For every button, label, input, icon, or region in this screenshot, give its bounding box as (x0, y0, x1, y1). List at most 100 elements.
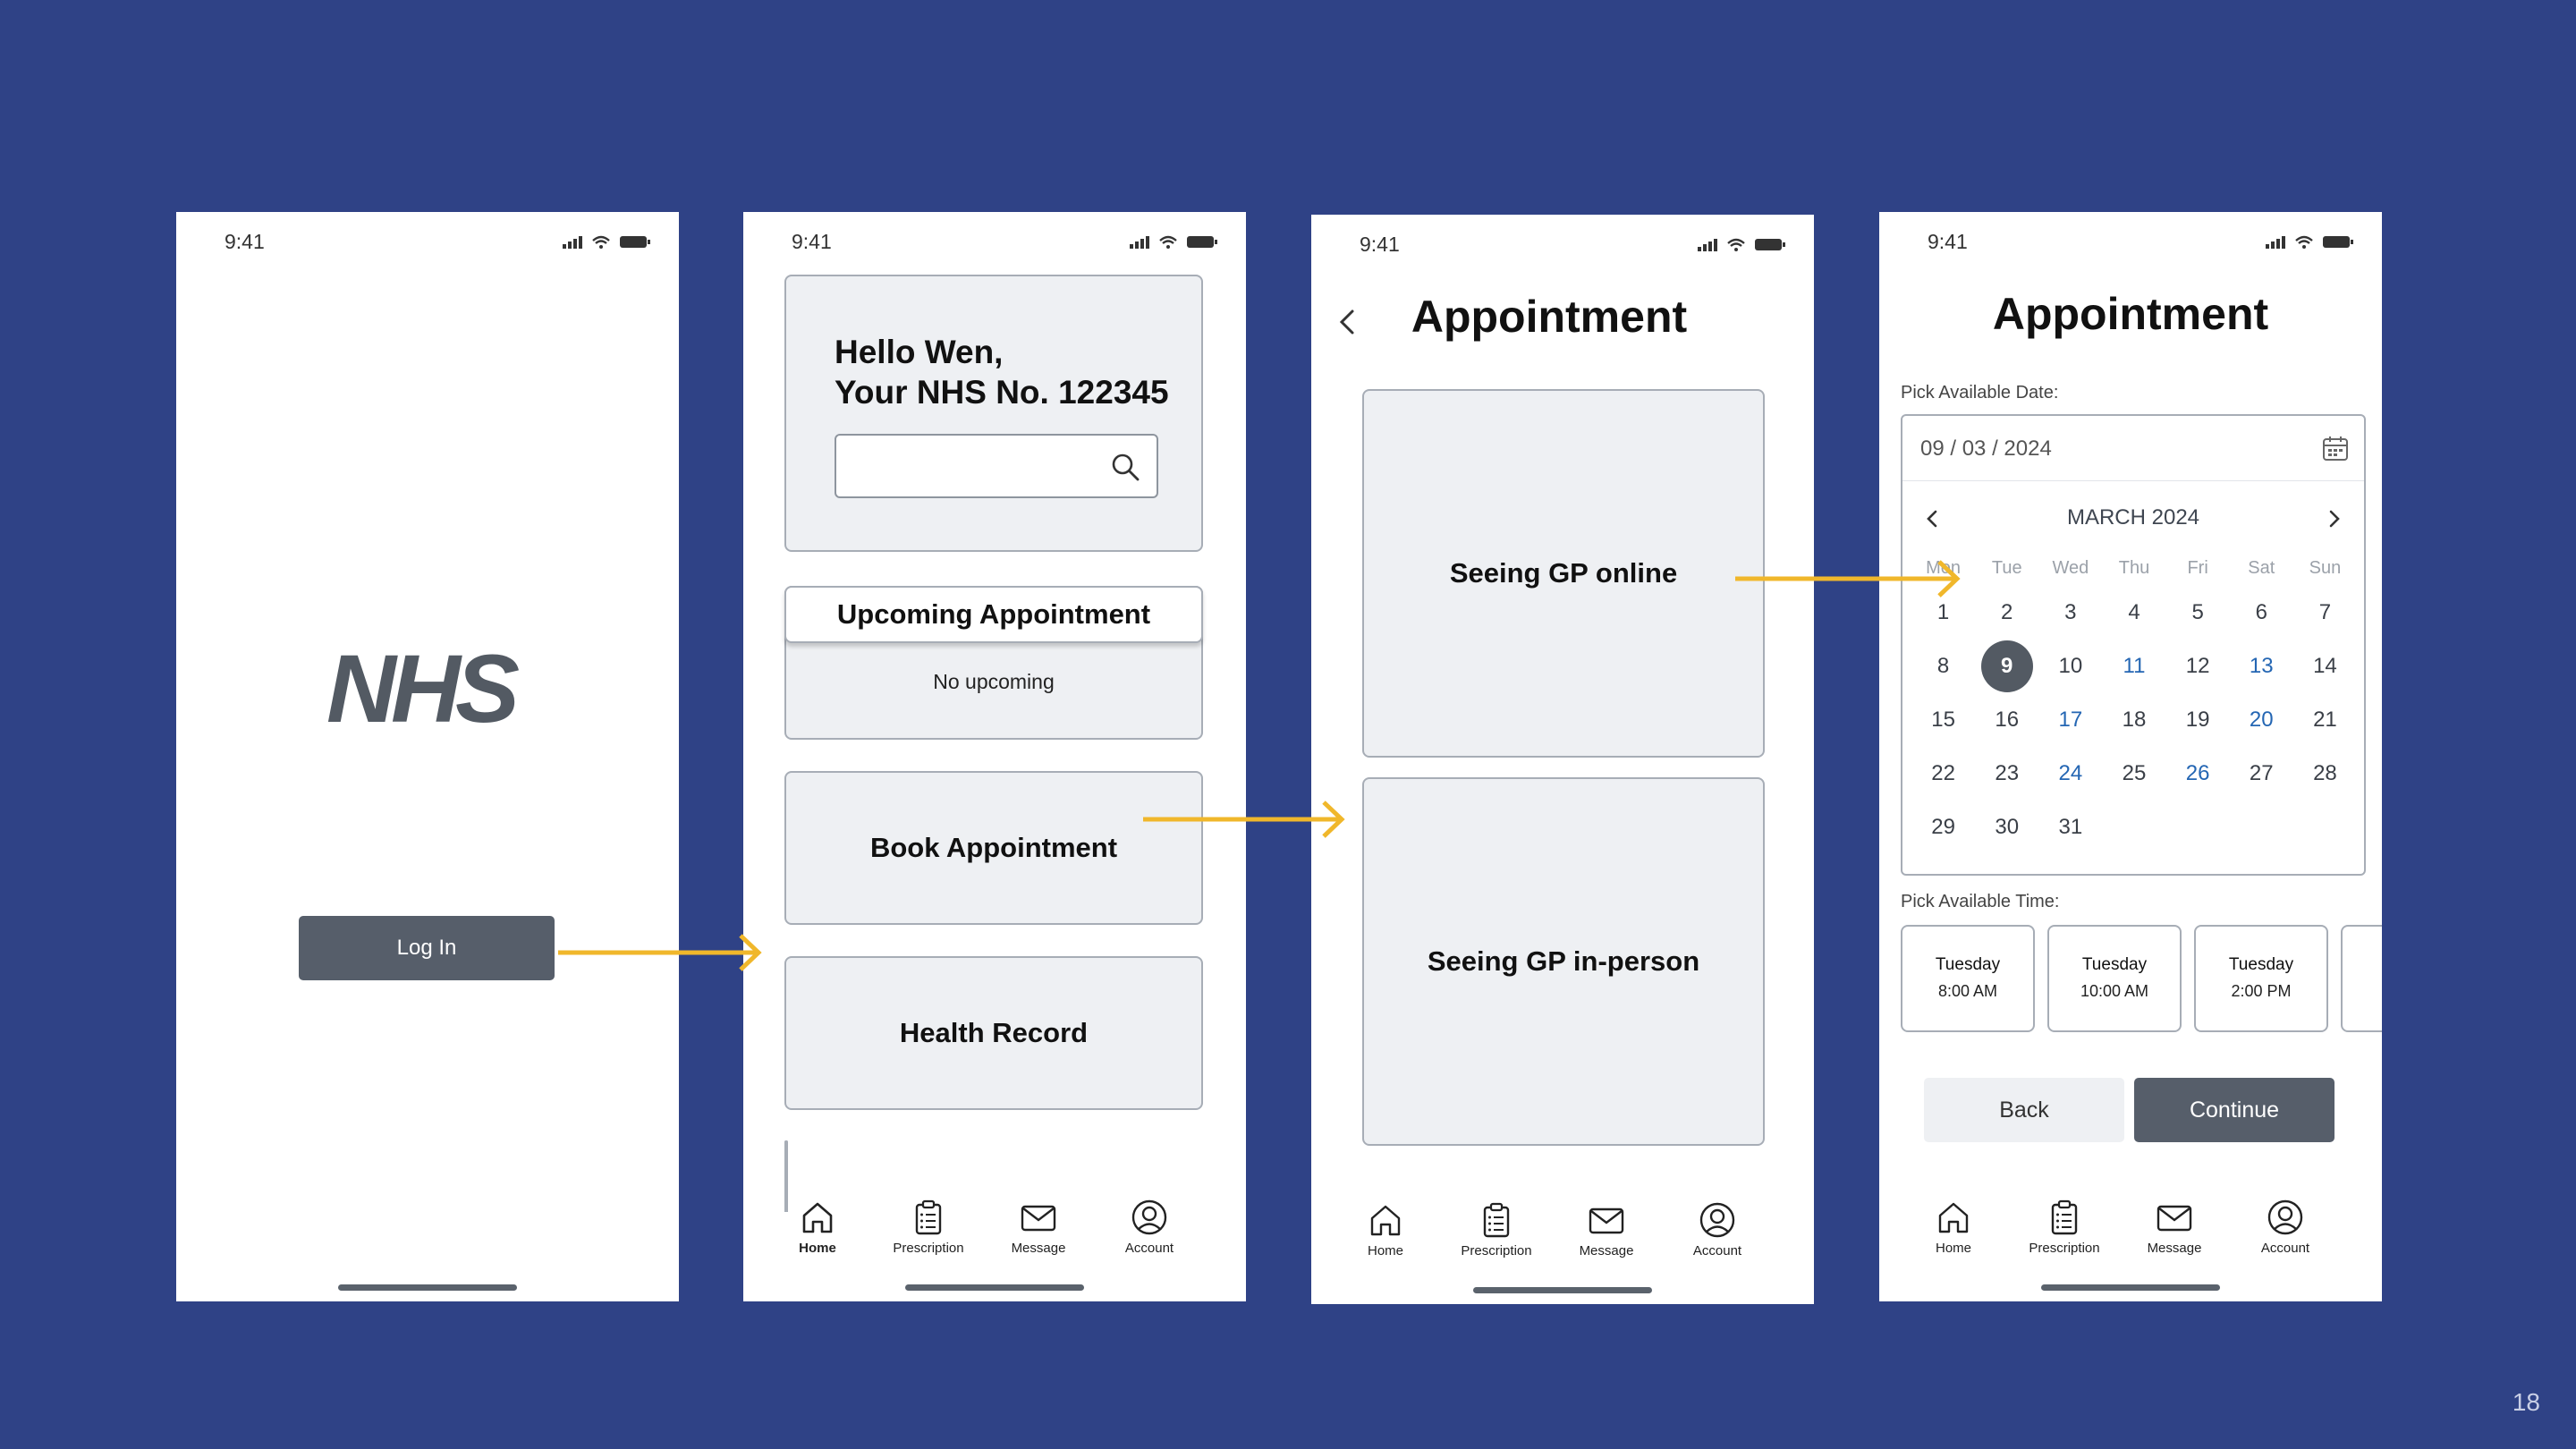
calendar-day[interactable]: 30 (1995, 815, 2020, 839)
nav-account[interactable]: Account (1100, 1198, 1199, 1256)
nav-home-label: Home (1367, 1243, 1403, 1258)
nav-message[interactable]: Message (989, 1198, 1088, 1256)
back-button[interactable]: Back (1924, 1078, 2124, 1142)
calendar-day[interactable]: 25 (2122, 761, 2147, 785)
gp-in-person-card[interactable]: Seeing GP in-person (1362, 777, 1765, 1146)
previous-month-icon[interactable] (1919, 505, 1945, 532)
login-button[interactable]: Log In (299, 916, 555, 980)
calendar-icon[interactable] (2321, 434, 2350, 462)
status-time: 9:41 (225, 230, 265, 253)
home-indicator[interactable] (338, 1284, 517, 1291)
nav-account[interactable]: Account (1668, 1200, 1767, 1258)
gp-in-person-label: Seeing GP in-person (1427, 945, 1700, 977)
date-field[interactable] (1902, 416, 2364, 481)
selected-day: 9 (1980, 640, 2033, 692)
nav-prescription[interactable]: Prescription (1447, 1200, 1546, 1258)
calendar-day[interactable]: 7 (2318, 600, 2332, 624)
weekday-label: Sun (2309, 558, 2342, 578)
calendar-day[interactable]: 18 (2122, 708, 2147, 732)
calendar-day[interactable]: 27 (2249, 761, 2274, 785)
nav-message[interactable]: Message (2125, 1198, 2224, 1256)
calendar-day[interactable]: 26 (2185, 761, 2210, 785)
calendar-day[interactable]: 19 (2185, 708, 2210, 732)
nav-home-label: Home (1935, 1241, 1971, 1256)
mail-icon (2157, 1205, 2192, 1232)
calendar-day[interactable]: 10 (2058, 654, 2083, 678)
calendar-day[interactable]: 8 (1936, 654, 1950, 678)
calendar-day[interactable]: 23 (1995, 761, 2020, 785)
nav-home[interactable]: Home (768, 1198, 867, 1256)
time-picker-label: Pick Available Time: (1901, 892, 2060, 911)
nav-account[interactable]: Account (2236, 1198, 2334, 1256)
time-slot-day: Tuesday (1935, 955, 2001, 974)
calendar-day[interactable]: 14 (2313, 654, 2337, 678)
calendar-day[interactable]: 6 (2255, 600, 2267, 624)
calendar-day[interactable]: 5 (2191, 600, 2204, 624)
next-month-icon[interactable] (2321, 505, 2348, 532)
flow-arrow-book-to-appointment (1143, 801, 1345, 838)
mail-icon (1589, 1208, 1624, 1234)
calendar-day[interactable]: 2 (2001, 600, 2013, 624)
calendar-empty (2230, 801, 2293, 854)
search-icon[interactable] (1110, 452, 1140, 482)
partial-card[interactable] (784, 1140, 788, 1212)
clipboard-icon (915, 1199, 942, 1235)
gp-online-card[interactable]: Seeing GP online (1362, 389, 1765, 758)
time-slot-partial[interactable] (2341, 925, 2382, 1032)
status-bar-icons (2266, 235, 2353, 249)
calendar-day[interactable]: 11 (2123, 654, 2146, 678)
home-indicator[interactable] (905, 1284, 1084, 1291)
health-record-card[interactable]: Health Record (784, 956, 1203, 1110)
nav-prescription[interactable]: Prescription (2015, 1198, 2114, 1256)
calendar-day[interactable]: 17 (2058, 708, 2083, 732)
calendar-day[interactable]: 20 (2249, 708, 2274, 732)
time-slot[interactable]: Tuesday 8:00 AM (1901, 925, 2035, 1032)
page-title: Appointment (1411, 292, 1688, 342)
phone-screen-login: 9:41 NHS Log In (176, 212, 679, 1301)
nav-prescription[interactable]: Prescription (879, 1198, 978, 1256)
home-indicator[interactable] (1473, 1287, 1652, 1293)
calendar-day[interactable]: 24 (2058, 761, 2083, 785)
upcoming-appointment-card[interactable]: Upcoming Appointment No upcoming (784, 586, 1203, 740)
calendar-day[interactable]: 15 (1931, 708, 1955, 732)
home-icon (1938, 1202, 1969, 1233)
calendar-day[interactable]: 13 (2249, 654, 2274, 678)
nav-message-label: Message (1579, 1243, 1634, 1258)
back-chevron-icon[interactable] (1335, 304, 1361, 340)
nav-message[interactable]: Message (1557, 1200, 1656, 1258)
calendar-day[interactable]: 28 (2313, 761, 2337, 785)
home-indicator[interactable] (2041, 1284, 2220, 1291)
weekday-label: Tue (1991, 558, 2022, 578)
nav-home[interactable]: Home (1336, 1200, 1435, 1258)
calendar-week: 8 9 10 11 12 13 14 (1911, 640, 2357, 693)
phone-screen-home: 9:41 Hello Wen, Your NHS No. 122345 Upco… (743, 212, 1246, 1301)
date-input[interactable] (1919, 432, 2262, 466)
calendar-day[interactable]: 4 (2128, 600, 2140, 624)
calendar-day[interactable]: 1 (1936, 600, 1950, 624)
continue-button[interactable]: Continue (2134, 1078, 2334, 1142)
calendar-day[interactable]: 12 (2185, 654, 2210, 678)
status-time: 9:41 (792, 230, 832, 253)
calendar-day[interactable]: 9 (1975, 640, 2038, 693)
calendar-empty (2293, 801, 2357, 854)
phone-screen-appointment-type: 9:41 Appointment Seeing GP online Seeing… (1311, 215, 1814, 1304)
search-field[interactable] (835, 434, 1158, 498)
book-appointment-card[interactable]: Book Appointment (784, 771, 1203, 925)
calendar-day[interactable]: 21 (2313, 708, 2337, 732)
calendar-day[interactable]: 22 (1931, 761, 1955, 785)
account-icon (2267, 1199, 2303, 1235)
time-slot-time: 2:00 PM (2231, 982, 2292, 1000)
calendar-day[interactable]: 29 (1931, 815, 1955, 839)
calendar-day[interactable]: 3 (2064, 600, 2077, 624)
nav-home[interactable]: Home (1904, 1198, 2003, 1256)
calendar-day[interactable]: 16 (1995, 708, 2020, 732)
time-slot-time: 8:00 AM (1937, 982, 1998, 1000)
health-record-label: Health Record (899, 1017, 1089, 1048)
search-input[interactable] (847, 448, 1101, 486)
calendar-day[interactable]: 31 (2058, 815, 2083, 839)
